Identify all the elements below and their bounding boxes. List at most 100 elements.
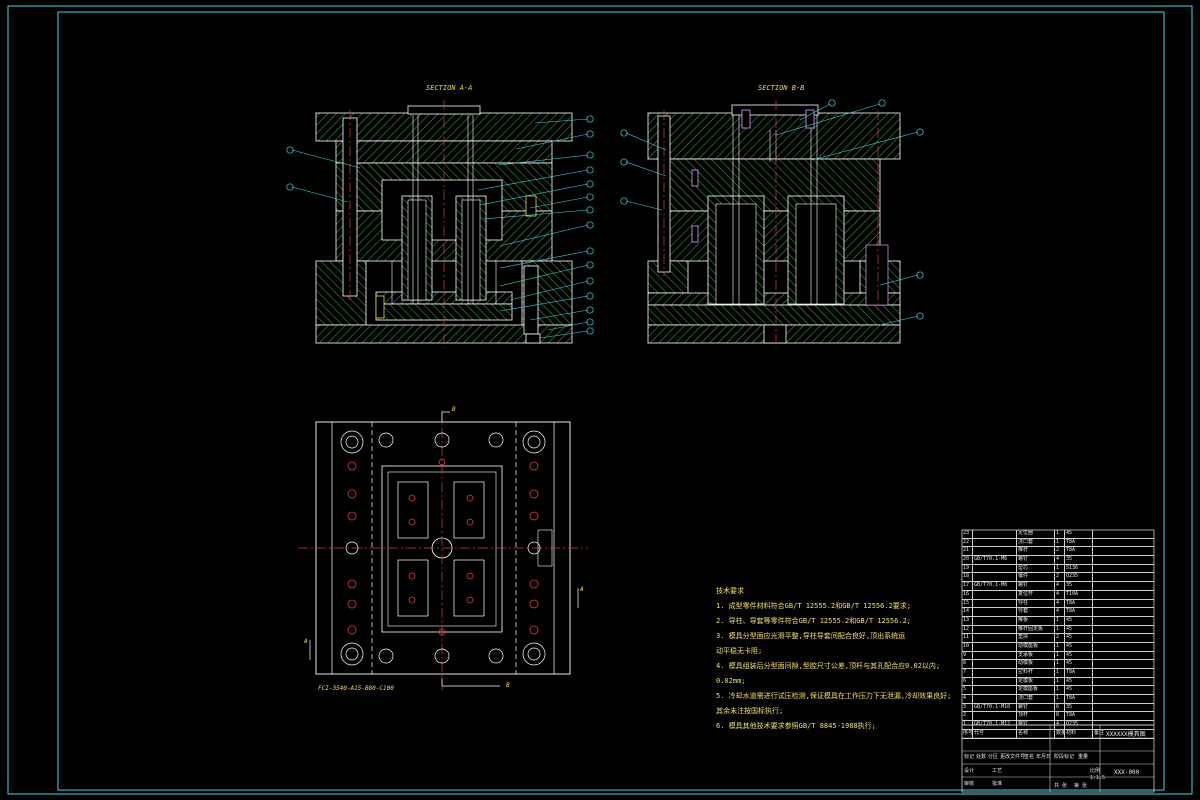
bom-cell bbox=[973, 660, 1017, 668]
bom-cell: 3 bbox=[962, 703, 973, 712]
bom-cell: 35 bbox=[1065, 703, 1093, 712]
bom-cell: 2 bbox=[1055, 573, 1065, 582]
bom-cell: 20 bbox=[962, 556, 973, 564]
title-block: 标记 处数 分区 更改文件号 签名 年月日 设计 审核 工艺 批准 阶段标记 重… bbox=[962, 725, 1154, 792]
bom-cell: 10 bbox=[962, 642, 973, 651]
section-a-a bbox=[286, 100, 594, 348]
bom-cell: 45 bbox=[1065, 651, 1093, 660]
bom-cell bbox=[973, 564, 1017, 573]
bom-cell bbox=[973, 625, 1017, 634]
bom-cell: 导套 bbox=[1017, 608, 1055, 616]
note-line: 2. 导柱、导套等零件符合GB/T 12555.2和GB/T 12556.2; bbox=[716, 617, 912, 625]
bom-cell bbox=[973, 686, 1017, 695]
bom-cell: 1 bbox=[1055, 677, 1065, 686]
bom-cell: 1 bbox=[1055, 642, 1065, 651]
section-b-b bbox=[620, 99, 924, 348]
bom-cell bbox=[973, 669, 1017, 677]
bom-cell bbox=[1093, 530, 1134, 538]
bom-cell: 1 bbox=[1055, 530, 1065, 538]
section-mark-b-bottom: B bbox=[506, 682, 510, 689]
bom-cell: 定位圈 bbox=[1017, 530, 1055, 538]
bom-cell: 13 bbox=[962, 616, 973, 625]
bom-cell: 螺钉 bbox=[1017, 703, 1055, 712]
bom-cell: GB/T70.1-M6 bbox=[973, 556, 1017, 564]
bom-cell: T10A bbox=[1065, 590, 1093, 599]
bom-cell: 11 bbox=[962, 634, 973, 642]
bom-cell bbox=[973, 695, 1017, 703]
bom-cell bbox=[973, 590, 1017, 599]
note-line: 3. 模具分型面应光滑平整,导柱导套间配合良好,顶出系统运 bbox=[716, 632, 906, 640]
bom-cell: 45 bbox=[1065, 634, 1093, 642]
bom-cell bbox=[1093, 704, 1134, 712]
bom-cell: Q235 bbox=[1065, 721, 1093, 729]
title-block-label: 更改文件号 bbox=[1000, 754, 1026, 760]
bom-cell bbox=[973, 616, 1017, 625]
bom-cell: 35 bbox=[1065, 556, 1093, 564]
bom-cell bbox=[973, 573, 1017, 582]
bom-cell: 45 bbox=[1065, 625, 1093, 634]
note-line: 动平稳无卡阻; bbox=[716, 647, 763, 655]
bom-cell: 材料 bbox=[1065, 729, 1093, 738]
bom-cell: T8A bbox=[1065, 599, 1093, 608]
bom-cell bbox=[1093, 669, 1134, 677]
bom-cell: 1 bbox=[1055, 660, 1065, 668]
title-block-scale: 1:1.5 bbox=[1090, 775, 1106, 781]
bom-cell bbox=[1093, 573, 1134, 581]
title-block-label: 批准 bbox=[992, 781, 1003, 787]
bom-cell: 螺钉 bbox=[1017, 721, 1055, 729]
bom-cell: 4 bbox=[1055, 556, 1065, 564]
bom-cell bbox=[1093, 634, 1134, 642]
bom-cell: S136 bbox=[1065, 564, 1093, 573]
bom-cell: 导柱 bbox=[1017, 599, 1055, 608]
bom-cell bbox=[1093, 547, 1134, 555]
bom-cell: 12 bbox=[962, 625, 973, 634]
outer-border bbox=[7, 5, 1193, 795]
bom-cell bbox=[973, 634, 1017, 642]
bom-cell: 1 bbox=[1055, 686, 1065, 695]
bom-cell: 45 bbox=[1065, 686, 1093, 695]
plan-view-label: FCI-3540-A15-B80-C100 bbox=[318, 685, 394, 692]
bom-cell bbox=[973, 677, 1017, 686]
bom-row: 序号代号名称数量材料备注 bbox=[962, 729, 1154, 739]
bom-cell: 22 bbox=[962, 538, 973, 547]
bom-cell: 支承板 bbox=[1017, 651, 1055, 660]
bom-cell: 1 bbox=[1055, 651, 1065, 660]
bom-cell: 2 bbox=[962, 712, 973, 721]
bom-cell bbox=[973, 608, 1017, 616]
bom-cell: 动模座板 bbox=[1017, 642, 1055, 651]
title-block-label: 分区 bbox=[988, 754, 999, 760]
bom-cell: 浇口套 bbox=[1017, 538, 1055, 547]
title-block-label: 比例 bbox=[1090, 768, 1101, 774]
bom-cell: 1 bbox=[1055, 616, 1065, 625]
bom-cell: T8A bbox=[1065, 538, 1093, 547]
bom-cell bbox=[1093, 686, 1134, 694]
title-block-frame bbox=[961, 724, 1155, 793]
bom-cell bbox=[1093, 608, 1134, 616]
bom-cell: 4 bbox=[1055, 599, 1065, 608]
note-line: 4. 模具组装后分型面间隙,型腔尺寸公差,顶杆与其孔配合应0.02以内; bbox=[716, 662, 941, 670]
note-line: 6. 模具其他技术要求参照GB/T 8845-1988执行; bbox=[716, 722, 876, 730]
note-line: 其余未注按国标执行; bbox=[716, 707, 784, 715]
bom-cell: 1 bbox=[1055, 564, 1065, 573]
bom-cell: T8A bbox=[1065, 608, 1093, 616]
bom-cell: 4 bbox=[1055, 582, 1065, 590]
bom-cell: 45 bbox=[1065, 660, 1093, 668]
bom-cell: 镶件 bbox=[1017, 573, 1055, 582]
bom-cell: 18 bbox=[962, 573, 973, 582]
bom-cell: 螺钉 bbox=[1017, 556, 1055, 564]
bom-cell: 1 bbox=[962, 721, 973, 729]
bom-cell bbox=[1093, 712, 1134, 720]
bom-cell: 4 bbox=[1055, 590, 1065, 599]
section-mark-a-right: A bbox=[580, 586, 584, 593]
